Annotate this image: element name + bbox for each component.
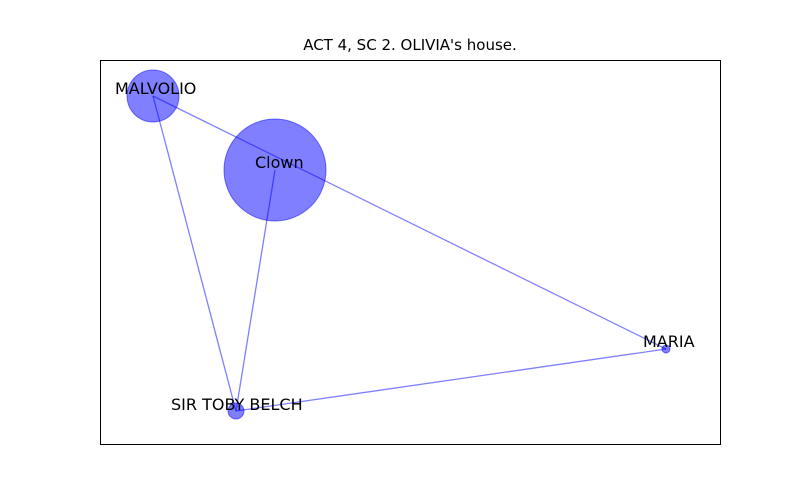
graph-title: ACT 4, SC 2. OLIVIA's house.: [303, 36, 517, 54]
edge-malvolio-maria: [152, 95, 667, 350]
node-clown: [223, 118, 327, 222]
node-maria: [661, 344, 671, 354]
edge-sir_toby_belch-maria: [235, 348, 667, 412]
node-label-sir-toby-belch: SIR TOBY BELCH: [171, 395, 303, 414]
edge-malvolio-sir_toby_belch: [152, 95, 237, 412]
edges-layer: [152, 95, 667, 412]
nodes-layer: [126, 69, 671, 420]
node-label-clown: Clown: [255, 153, 304, 172]
plot-frame: [100, 60, 721, 445]
node-label-maria: MARIA: [643, 332, 695, 351]
node-sir-toby-belch: [227, 402, 245, 420]
node-malvolio: [126, 69, 180, 123]
node-label-malvolio: MALVOLIO: [115, 79, 196, 98]
